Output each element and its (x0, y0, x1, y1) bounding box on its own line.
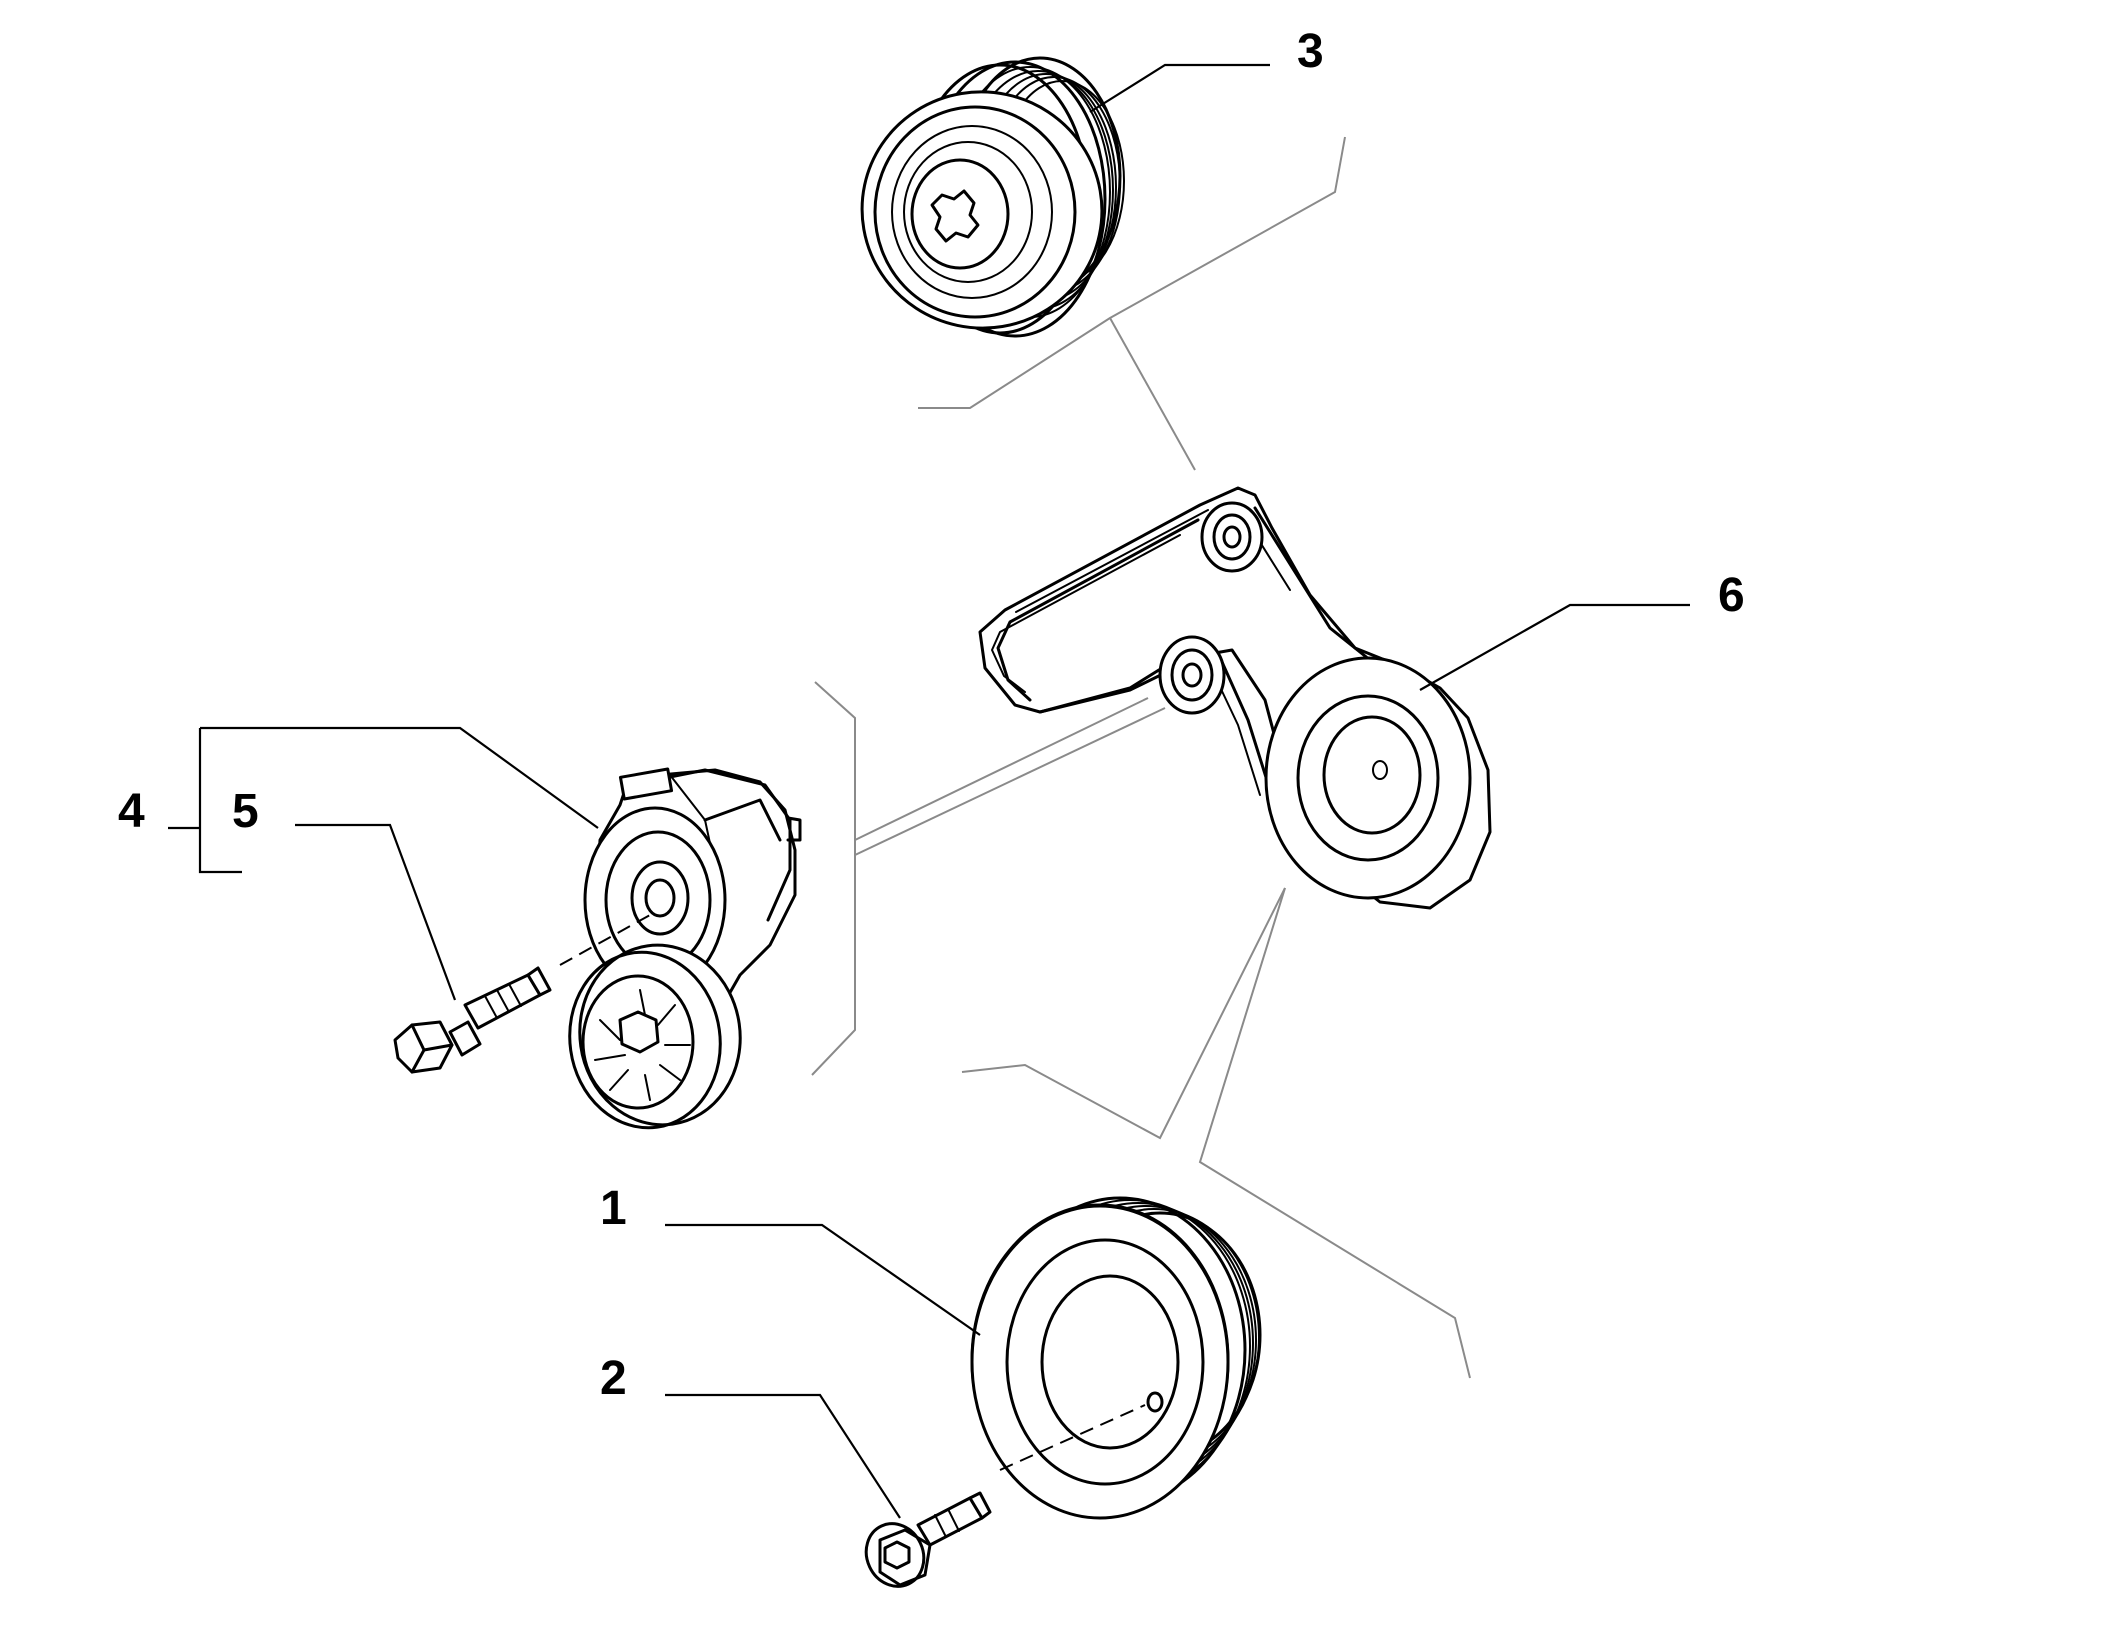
callout-6: 6 (1718, 569, 1745, 622)
callout-leader-lines (168, 63, 1690, 1519)
part-1-crankshaft-pulley (970, 1196, 1262, 1520)
callout-1: 1 (600, 1182, 627, 1235)
callout-3: 3 (1297, 25, 1324, 78)
callout-5: 5 (232, 785, 259, 838)
assembly-guide-lines (811, 136, 1471, 1379)
leader-line-5 (295, 823, 457, 1001)
leader-line-2 (665, 1393, 901, 1519)
callout-2: 2 (600, 1352, 627, 1405)
leader-line-3 (1089, 63, 1270, 113)
callout-4: 4 (118, 785, 145, 838)
leader-line-6 (1419, 603, 1690, 691)
part-2-pulley-bolt (864, 1491, 992, 1588)
leader-line-1 (665, 1223, 981, 1336)
part-5-tensioner-bolt (393, 966, 552, 1074)
part-4-belt-tensioner (559, 767, 802, 1130)
part-6-drive-belt (978, 486, 1492, 910)
leader-line-4 (168, 726, 599, 874)
part-3-idler-pulley (860, 56, 1125, 338)
